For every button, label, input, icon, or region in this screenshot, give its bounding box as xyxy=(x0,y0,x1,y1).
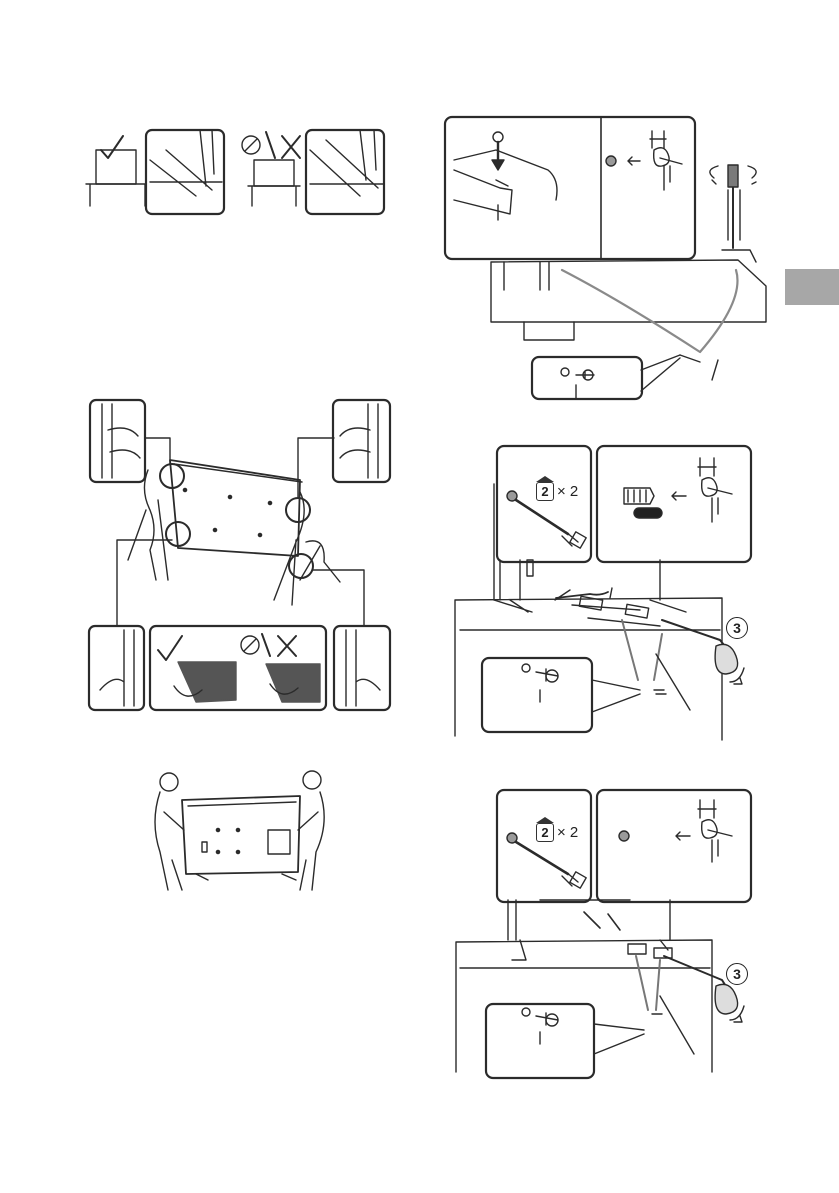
zoom-frame-ng xyxy=(306,130,384,214)
screw-count-multiplier-1: × 2 xyxy=(557,483,578,500)
anchor-detail-callout-2 xyxy=(597,790,751,902)
stand-placement-ng xyxy=(242,130,384,214)
upright-carry-diagram xyxy=(155,771,324,890)
tv-on-cabinet-icon xyxy=(96,150,136,184)
screw-detail-callout-2 xyxy=(497,790,591,902)
two-person-carry-diagram xyxy=(89,400,390,710)
screw-count-number-2: 2 xyxy=(536,823,554,842)
anchor-detail-callout-1 xyxy=(597,446,751,562)
screw-count-badge-1: 2 × 2 xyxy=(536,482,578,501)
grip-detail-br xyxy=(334,626,390,710)
grip-detail-bl xyxy=(89,626,144,710)
screw-count-badge-2: 2 × 2 xyxy=(536,823,578,842)
screw-detail-callout-1 xyxy=(497,446,591,562)
screwdriver-step-3a: 3 xyxy=(726,617,748,639)
cross-mark-icon-2 xyxy=(262,634,296,656)
grip-detail-tl xyxy=(90,400,145,482)
cable-attach-diagram xyxy=(445,117,766,399)
screw-callout-2 xyxy=(482,658,592,732)
cross-mark-icon xyxy=(266,132,300,158)
bracket-fixing-diagram-1 xyxy=(455,446,751,740)
grip-detail-tr xyxy=(333,400,390,482)
screwdriver-step-3b: 3 xyxy=(726,963,748,985)
screw-callout xyxy=(532,357,642,399)
screw-count-number-1: 2 xyxy=(536,482,554,501)
screw-count-multiplier-2: × 2 xyxy=(557,824,578,841)
check-mark-icon-2 xyxy=(158,636,182,660)
bracket-fixing-diagram-2 xyxy=(456,790,751,1078)
check-mark-icon xyxy=(101,136,123,158)
stand-placement-ok xyxy=(86,130,224,214)
